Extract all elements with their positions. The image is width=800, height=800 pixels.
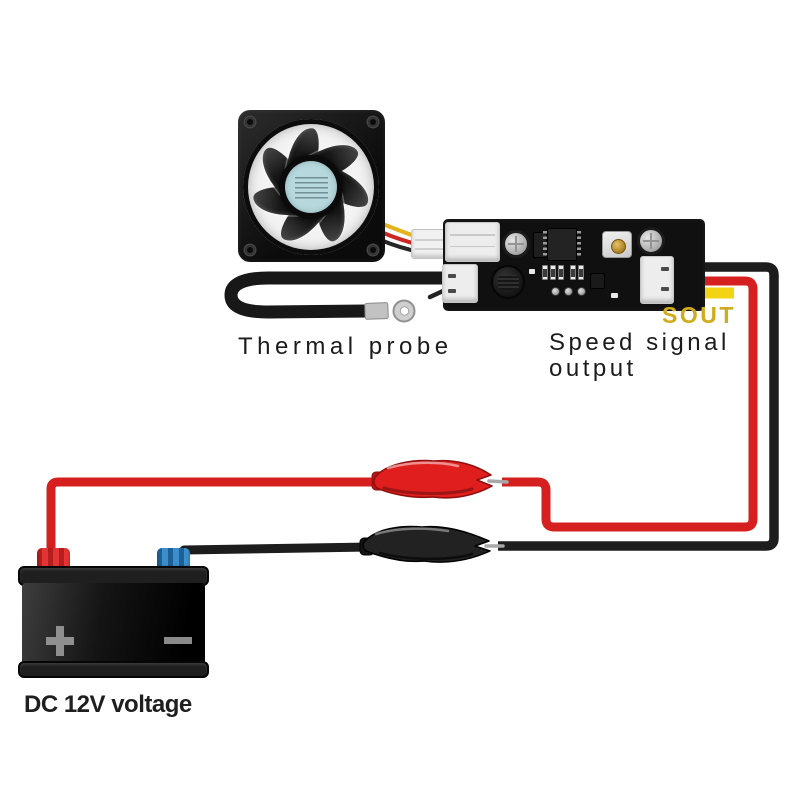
dc-12v-battery	[16, 545, 211, 680]
speed-signal-label-line2: output	[549, 355, 637, 382]
ic-chip	[543, 228, 581, 261]
speed-signal-label-line1: Speed signal	[549, 329, 730, 356]
inductor	[491, 265, 525, 299]
red-clip-body	[373, 459, 493, 499]
plug-seam	[415, 248, 445, 250]
fan-speed-controller-board	[442, 219, 705, 311]
small-capacitor	[564, 287, 573, 296]
fan-screw-hole	[368, 117, 378, 127]
red-clip-shade	[382, 486, 474, 495]
resistor	[558, 265, 564, 280]
resistor	[550, 265, 556, 280]
connector-slot	[448, 289, 456, 293]
silkscreen-mark	[611, 293, 618, 298]
black-clip-body	[362, 525, 491, 563]
connector-slot	[661, 287, 669, 291]
battery-positive-symbol	[46, 626, 74, 656]
fan-opening	[243, 119, 379, 255]
push-button	[602, 231, 632, 258]
battery-voltage-label: DC 12V voltage	[24, 691, 192, 718]
red-clip-highlight	[386, 461, 460, 470]
connector-groove	[450, 234, 495, 236]
fan-hub	[279, 155, 343, 219]
electrolytic-capacitor	[637, 227, 665, 255]
red-alligator-clip	[371, 459, 493, 499]
resistor	[570, 265, 576, 280]
black-clip-shade	[378, 551, 474, 560]
small-capacitor	[577, 287, 586, 296]
connector-slot	[448, 274, 456, 278]
thermal-probe-label: Thermal probe	[238, 333, 453, 360]
battery-bottom-cap	[18, 661, 209, 678]
speed-signal-output-label: Speed signal output	[549, 330, 730, 382]
fan-hub-label	[285, 161, 337, 213]
resistor	[542, 265, 548, 280]
controller-black-wire	[498, 262, 779, 551]
plug-seam	[415, 239, 445, 241]
probe-ring-hole	[399, 306, 410, 316]
connector-slot	[661, 267, 669, 271]
probe-lead-wire	[427, 288, 446, 300]
silkscreen-mark	[529, 269, 535, 274]
resistor	[578, 265, 584, 280]
controller-red-wire	[502, 276, 758, 532]
thermal-probe-cable	[224, 271, 459, 319]
probe-ferrule	[364, 302, 389, 320]
probe-connector	[442, 264, 478, 303]
fan-connector	[445, 222, 500, 262]
fan-screw-hole	[368, 245, 378, 255]
cooling-fan	[238, 110, 385, 262]
fan-cable-plug	[411, 229, 449, 259]
fan-screw-hole	[245, 117, 255, 127]
fan-hub-label-text-lines	[295, 177, 328, 199]
sout-label: SOUT	[662, 302, 736, 328]
connector-groove	[450, 245, 495, 248]
small-capacitor	[551, 287, 560, 296]
fan-screw-hole	[245, 245, 255, 255]
black-clip-highlight	[374, 527, 450, 536]
red-clip-pin	[487, 479, 509, 484]
black-alligator-clip	[359, 525, 491, 563]
battery-body	[22, 583, 205, 665]
battery-negative-terminal	[157, 548, 190, 570]
battery-negative-wire	[179, 542, 375, 555]
output-connector	[640, 256, 674, 304]
battery-positive-wire	[46, 477, 382, 558]
electrolytic-capacitor	[502, 230, 530, 258]
battery-negative-symbol	[164, 637, 192, 644]
transistor	[590, 273, 605, 289]
